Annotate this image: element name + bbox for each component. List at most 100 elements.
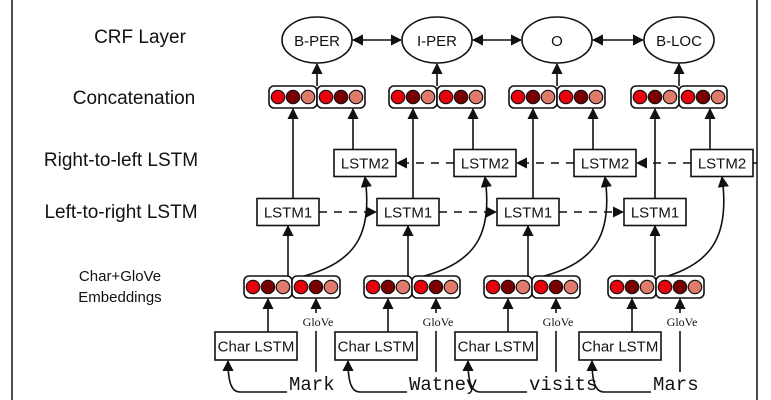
lstm1-box: LSTM1 bbox=[623, 197, 687, 227]
char-lstm-box: Char LSTM bbox=[334, 331, 418, 361]
crf-node-label: B-PER bbox=[294, 33, 340, 50]
char-lstm-box-rect bbox=[454, 331, 538, 361]
crf-node-label: B-LOC bbox=[656, 33, 702, 50]
vector-dot bbox=[333, 89, 349, 105]
vector-dot bbox=[609, 279, 625, 295]
vector-dot bbox=[695, 89, 711, 105]
arrow-word-to-charlstm bbox=[222, 359, 287, 393]
vector-dot bbox=[438, 89, 454, 105]
glove-label: GloVe bbox=[543, 315, 574, 329]
vector-dot bbox=[624, 279, 640, 295]
arrow-word-to-charlstm bbox=[586, 359, 651, 393]
vector-dot bbox=[428, 279, 444, 295]
lstm2-box: LSTM2 bbox=[333, 148, 397, 178]
vector-dot bbox=[270, 89, 286, 105]
char-lstm-box-rect bbox=[334, 331, 418, 361]
vector-dot bbox=[510, 89, 526, 105]
lstm1-box: LSTM1 bbox=[376, 197, 440, 227]
vector-dot bbox=[515, 279, 531, 295]
char-lstm-box: Char LSTM bbox=[578, 331, 662, 361]
vector-dot bbox=[380, 279, 396, 295]
vector-dot bbox=[533, 279, 549, 295]
crf-tag-o: O bbox=[521, 16, 593, 64]
vector-dot bbox=[323, 279, 339, 295]
label-right-to-left-lstm: Right-to-left LSTM bbox=[44, 150, 198, 171]
lstm2-box-label: LSTM2 bbox=[581, 156, 629, 173]
label-embeddings-line1: Char+GloVe bbox=[79, 268, 161, 285]
embedding-vector bbox=[363, 275, 461, 299]
lstm2-box-label: LSTM2 bbox=[698, 156, 746, 173]
char-lstm-box-label: Char LSTM bbox=[582, 339, 659, 356]
lstm1-box-label: LSTM1 bbox=[264, 205, 312, 222]
lstm2-box-rect bbox=[333, 148, 397, 178]
vector-dot bbox=[573, 89, 589, 105]
vector-dot bbox=[260, 279, 276, 295]
vector-dot bbox=[348, 89, 364, 105]
vector-dot bbox=[588, 89, 604, 105]
char-lstm-box-label: Char LSTM bbox=[218, 339, 295, 356]
vector-dot bbox=[563, 279, 579, 295]
vector-dot bbox=[420, 89, 436, 105]
crf-node-label: O bbox=[551, 33, 563, 50]
crf-tag-i-per: I-PER bbox=[401, 16, 473, 64]
concat-vector bbox=[388, 85, 486, 109]
vector-dot bbox=[275, 279, 291, 295]
input-word: Watney bbox=[409, 374, 477, 396]
lstm1-box-label: LSTM1 bbox=[631, 205, 679, 222]
lstm1-box: LSTM1 bbox=[256, 197, 320, 227]
vector-dot bbox=[453, 89, 469, 105]
vector-dot bbox=[680, 89, 696, 105]
vector-dot bbox=[540, 89, 556, 105]
arrow-emb-to-lstm2 bbox=[423, 175, 492, 277]
vector-dot bbox=[285, 89, 301, 105]
vector-dot bbox=[468, 89, 484, 105]
concat-vector bbox=[268, 85, 366, 109]
arrow-word-to-charlstm bbox=[342, 359, 407, 393]
vector-dot bbox=[662, 89, 678, 105]
char-lstm-box-rect bbox=[578, 331, 662, 361]
vector-dot bbox=[405, 89, 421, 105]
embedding-vector bbox=[243, 275, 341, 299]
input-word: Mark bbox=[289, 374, 335, 396]
label-left-to-right-lstm: Left-to-right LSTM bbox=[44, 202, 197, 223]
lstm1-box: LSTM1 bbox=[496, 197, 560, 227]
lstm1-box-label: LSTM1 bbox=[384, 205, 432, 222]
lstm1-box-rect bbox=[623, 197, 687, 227]
vector-dot bbox=[443, 279, 459, 295]
char-lstm-box-label: Char LSTM bbox=[338, 339, 415, 356]
lstm2-box: LSTM2 bbox=[573, 148, 637, 178]
vector-dot bbox=[632, 89, 648, 105]
arrow-emb-to-lstm2 bbox=[667, 175, 729, 277]
arrow-word-to-charlstm bbox=[462, 359, 527, 393]
lstm2-box: LSTM2 bbox=[690, 148, 754, 178]
embedding-vector bbox=[483, 275, 581, 299]
concat-vector bbox=[508, 85, 606, 109]
vector-dot bbox=[639, 279, 655, 295]
lstm2-box-rect bbox=[573, 148, 637, 178]
vector-dot bbox=[390, 89, 406, 105]
lstm2-box-label: LSTM2 bbox=[341, 156, 389, 173]
crf-tag-b-per: B-PER bbox=[281, 16, 353, 64]
embedding-vector bbox=[607, 275, 705, 299]
glove-label: GloVe bbox=[667, 315, 698, 329]
vector-dot bbox=[365, 279, 381, 295]
crf-node-label: I-PER bbox=[417, 33, 457, 50]
crf-tag-b-loc: B-LOC bbox=[643, 16, 715, 64]
arrow-emb-to-lstm2 bbox=[303, 175, 372, 277]
vector-dot bbox=[395, 279, 411, 295]
concat-vector bbox=[630, 85, 728, 109]
vector-dot bbox=[300, 89, 316, 105]
glove-label: GloVe bbox=[423, 315, 454, 329]
vector-dot bbox=[413, 279, 429, 295]
label-crf-layer: CRF Layer bbox=[94, 27, 187, 48]
char-lstm-box: Char LSTM bbox=[214, 331, 298, 361]
vector-dot bbox=[525, 89, 541, 105]
input-word: Mars bbox=[653, 374, 699, 396]
char-lstm-box-label: Char LSTM bbox=[458, 339, 535, 356]
vector-dot bbox=[293, 279, 309, 295]
vector-dot bbox=[318, 89, 334, 105]
label-embeddings-line2: Embeddings bbox=[78, 289, 161, 306]
vector-dot bbox=[245, 279, 261, 295]
vector-dot bbox=[485, 279, 501, 295]
